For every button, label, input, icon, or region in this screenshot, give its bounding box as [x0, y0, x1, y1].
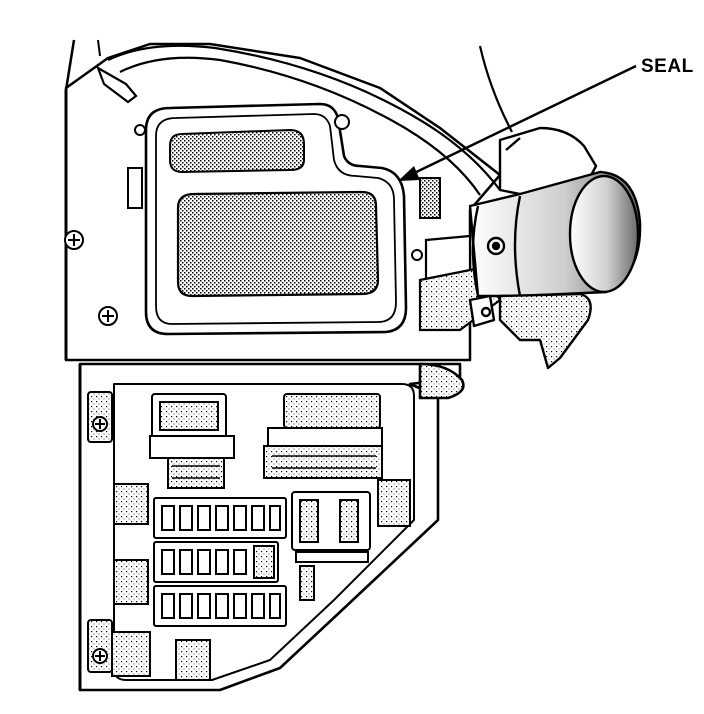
seal-leader-line: [407, 64, 637, 178]
relays-left: [111, 479, 411, 681]
seal-arrowhead-icon: [398, 166, 420, 181]
hole-top-left: [134, 124, 146, 136]
hole-top-right: [334, 114, 350, 130]
fuse-block-left-brackets: [87, 391, 113, 673]
hole-right: [411, 249, 423, 261]
motor-actuator: [468, 126, 642, 370]
seal-upper-opening: [169, 128, 305, 174]
screw-left-icon: [64, 230, 84, 250]
fuse-row-1: [153, 497, 287, 539]
panel-side-tab: [127, 167, 143, 209]
seal-clip: [419, 177, 441, 219]
connector-top-left: [149, 393, 235, 489]
fuse-row-2: [153, 541, 279, 583]
connector-top-right: [263, 393, 383, 479]
circuit-breakers: [291, 491, 371, 601]
fuse-row-3: [153, 585, 287, 627]
seal-lower-opening: [176, 190, 380, 298]
seal-callout: SEAL: [398, 56, 694, 181]
upper-trim-strip: [95, 44, 513, 196]
seal-label: SEAL: [641, 56, 694, 77]
screw-bottom-left-icon: [98, 306, 118, 326]
